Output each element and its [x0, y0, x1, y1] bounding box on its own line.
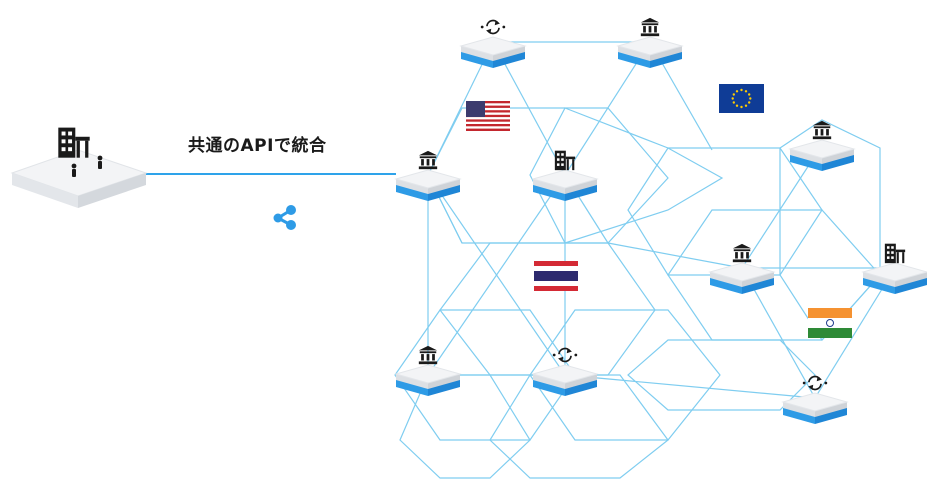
bank-icon — [640, 17, 660, 37]
node-bank-bottom-left — [394, 345, 462, 396]
people-icon — [71, 155, 103, 177]
building-icon — [884, 243, 906, 264]
api-integration-label: 共通のAPIで統合 — [188, 136, 327, 156]
network-edge — [607, 242, 743, 269]
node-bank-right-top — [788, 120, 856, 171]
flag-eu — [719, 84, 764, 113]
bank-icon — [418, 150, 438, 170]
node-bank-top — [616, 17, 684, 68]
exchange-icon — [480, 19, 506, 35]
node-corporate-center — [531, 150, 599, 201]
network-hexagon — [627, 339, 816, 411]
network-edge — [564, 374, 816, 399]
node-exchange-bottom-right — [781, 375, 849, 424]
flag-india — [808, 308, 852, 338]
building-icon — [554, 150, 576, 171]
enterprise-platform — [10, 127, 148, 208]
node-corporate-right — [861, 243, 927, 294]
network-lines — [394, 41, 896, 479]
node-exchange-top — [459, 19, 527, 68]
network-edge — [427, 174, 566, 376]
network-hexagon — [489, 374, 669, 479]
flag-usa — [466, 101, 510, 131]
flag-thailand — [534, 261, 578, 291]
node-bank-left — [394, 150, 462, 201]
node-bank-right-middle — [708, 243, 776, 294]
node-exchange-bottom-center — [531, 347, 599, 396]
network-hexagon — [627, 147, 823, 276]
ripple-logo-icon — [273, 205, 296, 230]
bank-icon — [732, 243, 752, 263]
